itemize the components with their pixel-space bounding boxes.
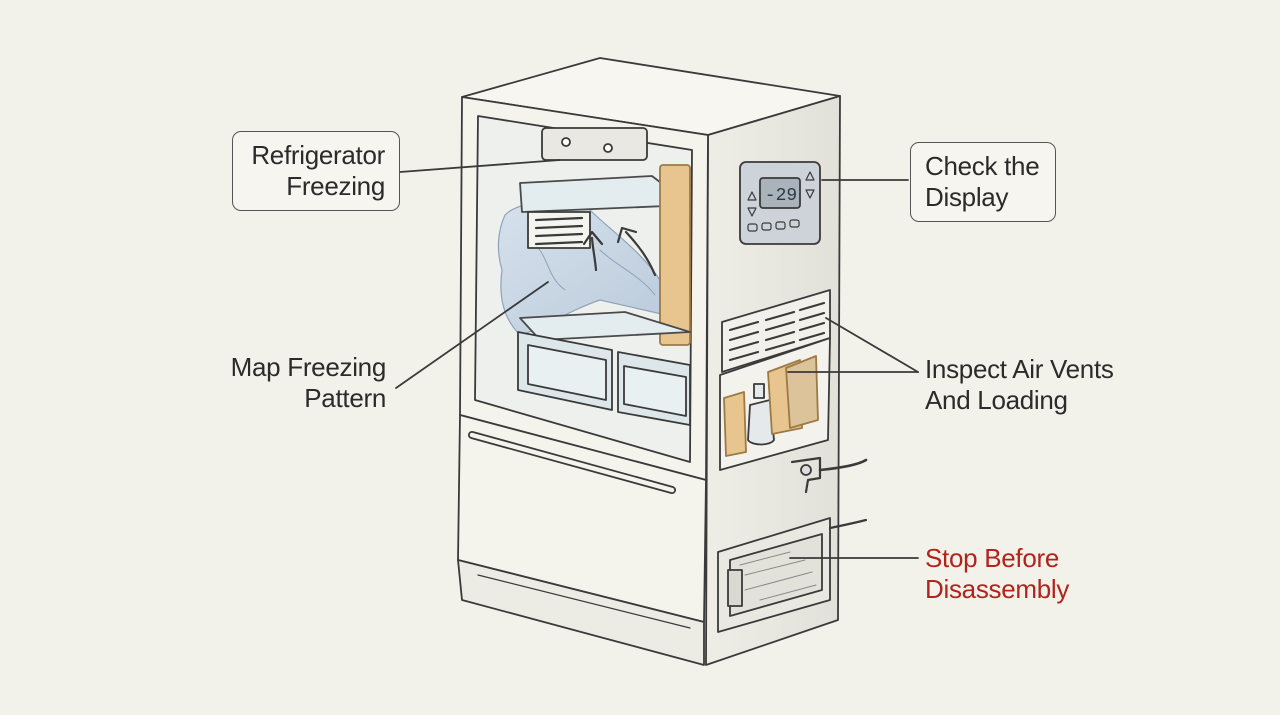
juice-carton: [723, 391, 747, 457]
callout-stop-disassembly: Stop Before Disassembly: [925, 543, 1095, 605]
leader-inspect-vents: [825, 317, 919, 373]
callout-check-display: Check the Display: [910, 142, 1056, 222]
callout-text: Pattern: [304, 383, 386, 413]
airflow-arrow: [624, 230, 657, 277]
callout-inspect-vents: Inspect Air Vents And Loading: [925, 354, 1145, 416]
leader-refrigerator-freezing: [399, 159, 561, 173]
airflow-arrow: [590, 236, 598, 272]
display-temperature: -29: [765, 186, 797, 206]
kickplate: [457, 559, 705, 666]
water-valve: [790, 456, 822, 494]
callout-text: Inspect Air Vents: [925, 354, 1114, 384]
leader-map-freezing: [395, 281, 549, 389]
interior-control-panel: [541, 127, 648, 161]
callout-text: Disassembly: [925, 574, 1070, 604]
digital-display: [759, 177, 801, 209]
callout-text: Stop Before: [925, 543, 1060, 573]
callout-text: Display: [925, 182, 1009, 212]
callout-text: And Loading: [925, 385, 1068, 415]
lower-glass-shelf: [519, 311, 691, 341]
callout-refrigerator-freezing: Refrigerator Freezing: [232, 131, 400, 211]
callout-map-freezing: Map Freezing Pattern: [212, 352, 387, 414]
bottle: [747, 399, 775, 446]
callout-text: Check the: [925, 151, 1040, 181]
callout-text: Freezing: [286, 171, 385, 201]
callout-text: Refrigerator: [251, 140, 385, 170]
callout-text: Map Freezing: [230, 352, 387, 382]
door-container: [659, 164, 691, 346]
